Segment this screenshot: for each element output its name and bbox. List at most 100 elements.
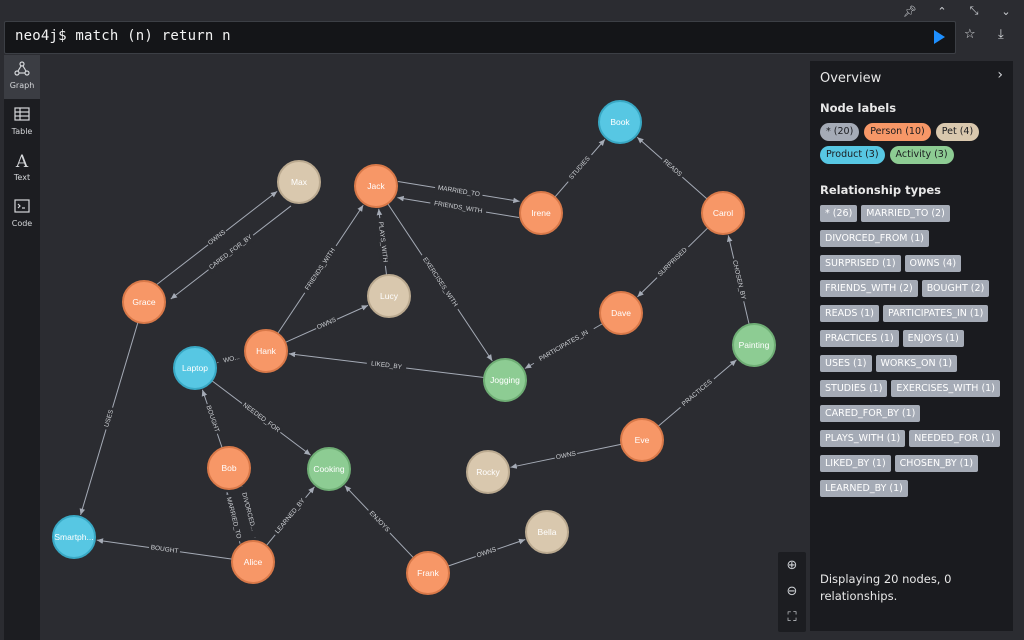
node-bob[interactable]: Bob [207,446,251,490]
zoom-out-icon[interactable]: ⊖ [786,583,798,599]
relationship-type-chip[interactable]: * (26) [820,205,858,222]
relationship-label-bg [101,406,118,431]
node-max[interactable]: Max [277,160,321,204]
node-circle[interactable] [598,100,642,144]
relationship-label-bg [271,494,310,539]
code-icon [4,199,40,217]
node-frank[interactable]: Frank [406,551,450,595]
node-rocky[interactable]: Rocky [466,450,510,494]
relationship-type-chip[interactable]: CHOSEN_BY (1) [894,455,979,472]
node-circle[interactable] [466,450,510,494]
node-circle[interactable] [519,191,563,235]
node-label-chip-all[interactable]: * (20) [820,123,860,141]
node-carol[interactable]: Carol [701,191,745,235]
node-eve[interactable]: Eve [620,418,664,462]
node-circle[interactable] [599,291,643,335]
node-circle[interactable] [231,540,275,584]
relationship-type-chip[interactable]: CARED_FOR_BY (1) [820,405,921,422]
node-label-chip-pet[interactable]: Pet (4) [935,123,980,141]
node-label: Carol [713,208,733,218]
relationship-type-chip[interactable]: OWNS (4) [904,255,962,272]
overview-footer: Displaying 20 nodes, 0 relationships. [820,572,952,603]
relationship-type-chip[interactable]: NEEDED_FOR (1) [909,430,1000,447]
node-circle[interactable] [277,160,321,204]
node-bella[interactable]: Bella [525,510,569,554]
relationship-type-chip[interactable]: STUDIES (1) [820,380,888,397]
node-circle[interactable] [367,274,411,318]
view-graph-label: Graph [9,81,35,90]
chevron-up-icon[interactable]: ⌃ [937,4,947,18]
relationship-type-chip[interactable]: LIKED_BY (1) [820,455,891,472]
pin-icon[interactable]: 📌︎ [903,4,917,18]
relationship-type-chip[interactable]: PLAYS_WITH (1) [820,430,906,447]
relationship-type-chip[interactable]: PRACTICES (1) [820,330,899,347]
relationship-type-chip[interactable]: FRIENDS_WITH (2) [820,280,918,297]
relationship-type-chip[interactable]: SURPRISED (1) [820,255,901,272]
relationship-type-chip[interactable]: USES (1) [820,355,872,372]
node-circle[interactable] [354,164,398,208]
relationship-type-chip[interactable]: PARTICIPATES_IN (1) [882,305,989,322]
node-label: Bob [221,463,236,473]
node-circle[interactable] [122,280,166,324]
node-circle[interactable] [173,346,217,390]
view-table[interactable]: Table [4,101,40,145]
zoom-in-icon[interactable]: ⊕ [786,557,798,573]
node-book[interactable]: Book [598,100,642,144]
relationship-type-chip[interactable]: READS (1) [820,305,879,322]
node-circle[interactable] [525,510,569,554]
node-jack[interactable]: Jack [354,164,398,208]
node-alice[interactable]: Alice [231,540,275,584]
relationship-type-chip[interactable]: DIVORCED_FROM (1) [820,230,929,247]
node-jogging[interactable]: Jogging [483,358,527,402]
node-circle[interactable] [732,323,776,367]
query-text[interactable]: neo4j$ match (n) return n [15,28,231,44]
relationship-label: BOUGHT [205,405,221,434]
view-code[interactable]: Code [4,193,40,237]
node-label-chip-product[interactable]: Product (3) [820,146,885,164]
node-circle[interactable] [52,515,96,559]
node-circle[interactable] [406,551,450,595]
chevron-down-icon[interactable]: ⌄ [1001,4,1011,18]
node-circle[interactable] [307,447,351,491]
run-icon[interactable] [934,30,945,44]
relationship-type-chip[interactable]: LEARNED_BY (1) [820,480,908,497]
star-icon[interactable]: ☆ [964,27,976,42]
relationship-label: SURPRISED [657,246,689,278]
view-text[interactable]: A Text [4,147,40,191]
relationship-type-chip[interactable]: MARRIED_TO (2) [861,205,950,222]
view-graph[interactable]: Graph [4,55,40,99]
node-laptop[interactable]: Laptop [173,346,217,390]
relationship-type-chip[interactable]: BOUGHT (2) [921,280,990,297]
relationship-type-chip[interactable]: ENJOYS (1) [902,330,964,347]
relationship-label-bg [314,314,340,334]
chevron-right-icon[interactable]: › [997,67,1003,83]
node-dave[interactable]: Dave [599,291,643,335]
node-irene[interactable]: Irene [519,191,563,235]
collapse-icon[interactable]: ⤡ [969,4,979,17]
relationship-label-bg [658,155,686,181]
node-label-chip-activity[interactable]: Activity (3) [889,146,954,164]
node-circle[interactable] [483,358,527,402]
node-label-chip-person[interactable]: Person (10) [864,123,931,141]
relationship-label-bg [417,252,463,312]
node-circle[interactable] [207,446,251,490]
relationship-type-chip[interactable]: EXERCISES_WITH (1) [891,380,1000,397]
node-painting[interactable]: Painting [732,323,776,367]
node-cooking[interactable]: Cooking [307,447,351,491]
fit-icon[interactable]: ⛶ [787,609,797,625]
node-circle[interactable] [701,191,745,235]
relationship-label-bg [202,402,223,436]
node-circle[interactable] [244,329,288,373]
download-icon[interactable]: ⤓ [998,27,1004,42]
query-editor[interactable]: neo4j$ match (n) return n [4,21,956,54]
node-label: Laptop [182,363,208,373]
node-grace[interactable]: Grace [122,280,166,324]
relationship-type-chip[interactable]: WORKS_ON (1) [875,355,958,372]
node-smartphone[interactable]: Smartph... [52,515,96,559]
node-hank[interactable]: Hank [244,329,288,373]
table-icon [4,107,40,125]
node-lucy[interactable]: Lucy [367,274,411,318]
node-circle[interactable] [620,418,664,462]
